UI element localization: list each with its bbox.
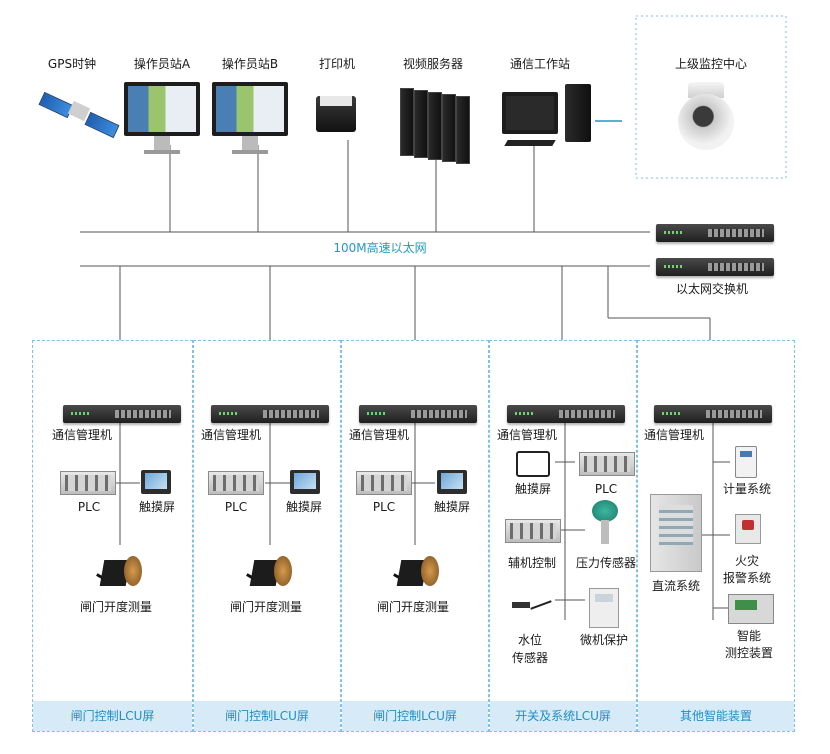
comm-workstation-label: 通信工作站	[509, 57, 571, 71]
dc-system-label: 直流系统	[651, 579, 701, 593]
backbone-label: 100M高速以太网	[333, 241, 427, 255]
comm-manager-label: 通信管理机	[497, 428, 558, 442]
gate-opening-label: 闸门开度测量	[229, 600, 303, 614]
plc-label: PLC	[77, 500, 101, 514]
comm-manager-icon	[211, 405, 329, 423]
touch-screen-label: 触摸屏	[138, 500, 176, 514]
switch-system-lcu-panel: 开关及系统LCU屏	[489, 340, 637, 732]
lcu-panel: 闸门控制LCU屏	[193, 340, 341, 732]
gps-clock-label: GPS时钟	[47, 57, 97, 71]
touch-screen-label: 触摸屏	[285, 500, 323, 514]
comm-manager-label: 通信管理机	[52, 428, 113, 442]
gate-sensor-icon	[96, 552, 144, 588]
metering-icon	[735, 446, 757, 478]
touch-screen-label: 触摸屏	[514, 482, 552, 496]
ethernet-switch-icon	[656, 258, 774, 276]
smart-measurement-icon	[728, 594, 774, 624]
fire-alarm-label: 报警系统	[722, 571, 772, 585]
fire-alarm-label: 火灾	[734, 554, 760, 568]
smart-measurement-label: 测控装置	[724, 646, 774, 660]
pressure-sensor-label: 压力传感器	[575, 556, 637, 570]
printer-label: 打印机	[318, 57, 356, 71]
operator-a-monitor-icon	[124, 82, 200, 154]
gps-satellite-icon	[38, 86, 120, 139]
panel-title: 开关及系统LCU屏	[490, 701, 636, 731]
dc-system-icon	[650, 494, 702, 572]
lcu-panel: 闸门控制LCU屏	[341, 340, 489, 732]
ethernet-switch-label: 以太网交换机	[675, 282, 749, 296]
panel-title: 闸门控制LCU屏	[194, 701, 340, 731]
water-level-sensor-icon	[512, 598, 552, 612]
comm-manager-icon	[63, 405, 181, 423]
gate-opening-label: 闸门开度测量	[376, 600, 450, 614]
panel-title: 其他智能装置	[638, 701, 794, 731]
aux-control-plc-icon	[505, 519, 561, 543]
microcomputer-protection-label: 微机保护	[579, 633, 629, 647]
touch-screen-icon	[437, 470, 467, 494]
comm-manager-label: 通信管理机	[644, 428, 705, 442]
water-level-label: 水位	[517, 633, 543, 647]
upper-monitoring-center-label: 上级监控中心	[674, 57, 748, 71]
operator-station-b-label: 操作员站B	[221, 57, 279, 71]
metering-label: 计量系统	[722, 482, 772, 496]
plc-icon	[579, 452, 635, 476]
panel-title: 闸门控制LCU屏	[342, 701, 488, 731]
panel-title: 闸门控制LCU屏	[33, 701, 192, 731]
plc-icon	[356, 471, 412, 495]
ethernet-switch-icon	[656, 224, 774, 242]
comm-manager-icon	[359, 405, 477, 423]
plc-icon	[208, 471, 264, 495]
comm-manager-icon	[507, 405, 625, 423]
gate-opening-label: 闸门开度测量	[79, 600, 153, 614]
plc-label: PLC	[594, 482, 618, 496]
touch-screen-label: 触摸屏	[433, 500, 471, 514]
touch-screen-icon	[290, 470, 320, 494]
smart-measurement-label: 智能	[736, 629, 762, 643]
pressure-sensor-icon	[590, 500, 620, 546]
touch-screen-icon	[516, 451, 550, 477]
video-server-label: 视频服务器	[402, 57, 464, 71]
other-smart-devices-panel: 其他智能装置	[637, 340, 795, 732]
plc-label: PLC	[372, 500, 396, 514]
aux-control-label: 辅机控制	[507, 556, 557, 570]
touch-screen-icon	[141, 470, 171, 494]
fire-alarm-icon	[735, 514, 761, 544]
gate-sensor-icon	[246, 552, 294, 588]
comm-manager-icon	[654, 405, 772, 423]
water-level-label: 传感器	[511, 651, 549, 665]
plc-label: PLC	[224, 500, 248, 514]
plc-icon	[60, 471, 116, 495]
operator-b-monitor-icon	[212, 82, 288, 154]
operator-station-a-label: 操作员站A	[133, 57, 191, 71]
printer-icon	[316, 96, 356, 132]
comm-manager-label: 通信管理机	[201, 428, 262, 442]
microcomputer-protection-icon	[589, 588, 619, 628]
lcu-panel: 闸门控制LCU屏	[32, 340, 193, 732]
comm-manager-label: 通信管理机	[349, 428, 410, 442]
gate-sensor-icon	[393, 552, 441, 588]
